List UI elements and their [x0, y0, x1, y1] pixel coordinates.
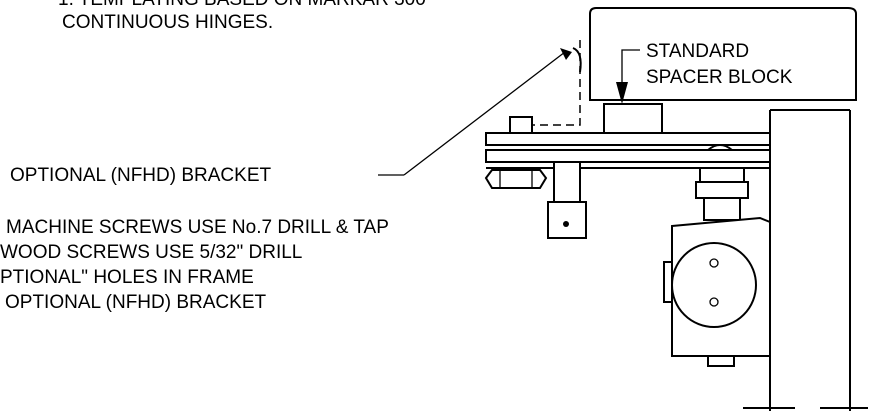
post-hole — [563, 221, 569, 227]
header-block — [589, 7, 857, 101]
post-block — [547, 201, 587, 239]
spacer-leader-line — [621, 49, 640, 95]
frame-jamb — [769, 109, 851, 411]
lower-plate — [485, 149, 771, 163]
bolt-head — [509, 116, 533, 134]
barrel-hole-top — [709, 258, 719, 268]
spacer-leader-arrowhead — [616, 82, 628, 104]
hinge-foot — [707, 355, 735, 367]
hex-nut — [484, 169, 548, 189]
spacer-block — [603, 103, 663, 135]
optional-bracket-outline — [520, 40, 581, 126]
barrel-hole-bottom — [709, 297, 719, 307]
bracket-leader-arrowhead — [560, 48, 572, 60]
pivot-stem — [703, 197, 741, 221]
screw-note-line-1: MACHINE SCREWS USE No.7 DRILL & TAP — [6, 217, 389, 238]
pivot-ring — [695, 181, 749, 199]
top-plate — [485, 132, 771, 146]
post — [553, 161, 581, 203]
note-line-1: 1. TEMPLATING BASED ON MARKAR 300 — [58, 0, 426, 10]
screw-note-line-3: PTIONAL" HOLES IN FRAME — [0, 267, 254, 288]
spacer-label-line-1: STANDARD — [646, 41, 749, 62]
bracket-curl — [572, 47, 582, 73]
pivot-collar — [699, 167, 745, 183]
screw-note-line-4: OPTIONAL (NFHD) BRACKET — [5, 292, 266, 313]
note-line-2: CONTINUOUS HINGES. — [62, 12, 273, 33]
hinge-knuckle — [663, 261, 673, 303]
pivot-arc — [707, 144, 733, 151]
bracket-label: OPTIONAL (NFHD) BRACKET — [10, 165, 271, 186]
hinge-barrel — [671, 242, 757, 328]
spacer-label-line-2: SPACER BLOCK — [646, 67, 793, 88]
screw-note-line-2: WOOD SCREWS USE 5/32" DRILL — [0, 242, 302, 263]
bracket-leader-line — [403, 51, 566, 176]
